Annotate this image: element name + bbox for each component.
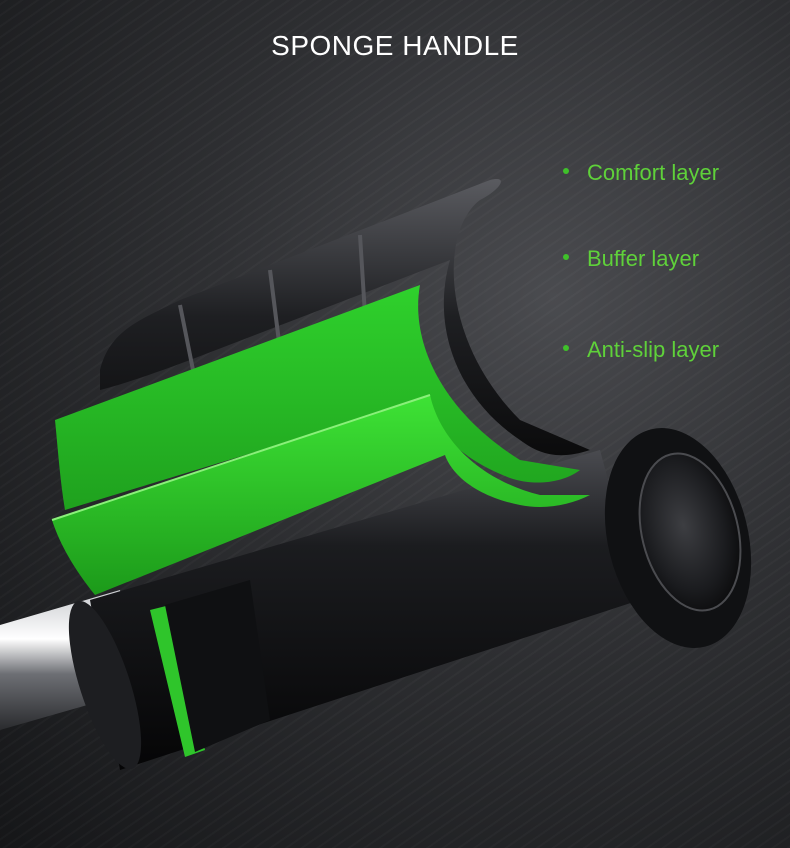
grip-body bbox=[68, 450, 640, 770]
end-cap bbox=[604, 428, 752, 648]
layer-label-comfort: Comfort layer bbox=[563, 160, 719, 186]
buffer-layer bbox=[55, 285, 580, 510]
bullet-icon bbox=[563, 168, 569, 175]
page-title: SPONGE HANDLE bbox=[271, 30, 519, 61]
layer-label-buffer: Buffer layer bbox=[563, 246, 699, 272]
layer-label-text: Anti-slip layer bbox=[587, 337, 720, 362]
layer-label-text: Comfort layer bbox=[587, 160, 720, 185]
anti-slip-layer bbox=[51, 394, 590, 595]
bullet-icon bbox=[563, 345, 569, 352]
layer-label-text: Buffer layer bbox=[587, 246, 700, 271]
comfort-layer-shell bbox=[100, 179, 590, 456]
bullet-icon bbox=[563, 254, 569, 261]
layer-label-anti-slip: Anti-slip layer bbox=[563, 337, 719, 363]
